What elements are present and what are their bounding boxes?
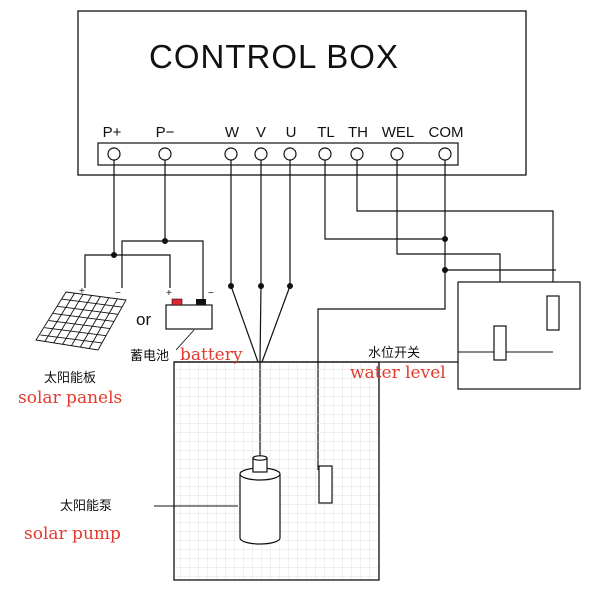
solar-pump-label-cn: 太阳能泵: [60, 499, 112, 514]
solar-pump-label-en: solar pump: [24, 524, 121, 544]
terminal-label-th: TH: [348, 124, 368, 141]
terminal-label-wel: WEL: [382, 124, 415, 141]
solar-panel: [35, 291, 127, 351]
terminal-screw-p-plus: [107, 147, 121, 161]
water-level-switch-box: [457, 281, 581, 390]
solar-pump: [239, 455, 281, 545]
tank-level-probe: [318, 465, 333, 504]
terminal-screw-tl: [318, 147, 332, 161]
terminal-label-tl: TL: [317, 124, 335, 141]
float-switch-high: [546, 295, 560, 331]
control-box-title: CONTROL BOX: [149, 38, 399, 75]
power-wires: [84, 160, 204, 300]
terminal-screw-th: [350, 147, 364, 161]
battery-leader-line: [175, 329, 195, 351]
terminal-screws: [107, 147, 452, 161]
terminal-screw-v: [254, 147, 268, 161]
terminal-screw-p-minus: [158, 147, 172, 161]
terminal-label-w: W: [225, 124, 240, 141]
terminal-label-v: V: [256, 124, 266, 141]
terminal-screw-u: [283, 147, 297, 161]
terminal-screw-com: [438, 147, 452, 161]
terminal-strip: [97, 142, 459, 166]
battery-minus-sign: −: [208, 288, 214, 299]
terminal-label-u: U: [286, 124, 297, 141]
water-level-label-en: water level: [350, 363, 446, 383]
terminal-screw-w: [224, 147, 238, 161]
power-junctions: [111, 238, 168, 258]
battery-plus-terminal: [171, 298, 183, 306]
battery-body: [165, 304, 213, 330]
float-switch-low: [493, 325, 507, 361]
solar-panel-plus-sign: +: [79, 286, 85, 297]
terminal-screw-wel: [390, 147, 404, 161]
terminal-label-p-plus: P+: [103, 124, 122, 141]
motor-junctions: [228, 283, 293, 289]
or-label: or: [136, 310, 151, 329]
terminal-label-com: COM: [429, 124, 464, 141]
solar-panels-label-cn: 太阳能板: [44, 371, 96, 386]
battery-label-en: battery: [180, 345, 243, 365]
solar-panel-minus-sign: −: [115, 288, 121, 299]
battery-minus-terminal: [196, 299, 206, 305]
water-level-label-cn: 水位开关: [368, 346, 420, 361]
sensor-junctions: [442, 236, 448, 273]
solar-panels-label-en: solar panels: [18, 388, 122, 408]
battery-label-cn: 蓄电池: [130, 349, 169, 364]
battery-plus-sign: +: [166, 288, 172, 299]
terminal-label-p-minus: P−: [156, 124, 175, 141]
